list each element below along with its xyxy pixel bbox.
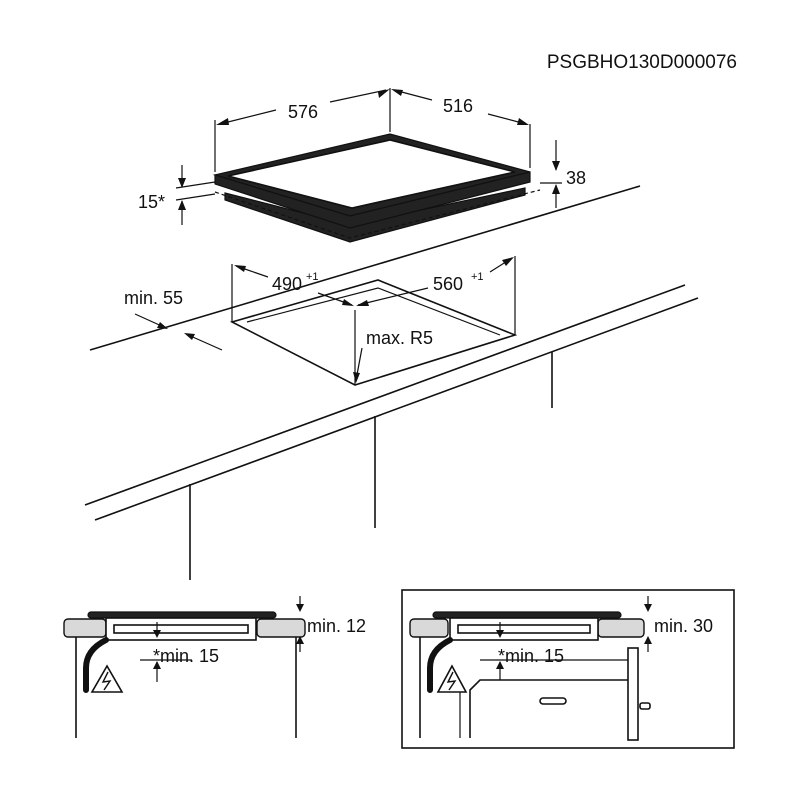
dimension-clearance: 15* [138, 165, 216, 225]
cutout-inner-wall [246, 287, 501, 336]
hob-frame-edge [214, 171, 531, 229]
dimension-line [357, 287, 429, 306]
edge-distance-label: min. 55 [124, 288, 183, 308]
worktop-section-left [409, 618, 449, 638]
arrowhead [356, 300, 369, 306]
worktop-section-left [63, 618, 107, 638]
detail-frame [401, 589, 735, 749]
detail-right: *min. 15 min. 30 [401, 589, 735, 749]
hob-dashed-outline [214, 189, 541, 239]
clearance-label: 15* [138, 192, 165, 212]
arrowhead [296, 636, 304, 644]
worktop-section-right [256, 618, 306, 638]
arrowhead [502, 257, 514, 266]
arrowhead [178, 200, 186, 210]
arrowhead [153, 630, 161, 638]
hob-depth-label: 516 [443, 96, 473, 116]
hob-glass [87, 611, 277, 619]
corner-radius-label: max. R5 [366, 328, 433, 348]
arrowhead [353, 372, 360, 383]
arrowhead [234, 265, 246, 272]
cutout-width-tolerance: +1 [471, 271, 484, 283]
hob-drawing [212, 133, 541, 243]
detail-left: *min. 15 min. 12 [63, 596, 366, 738]
left-bottom-clearance-label: *min. 15 [153, 646, 219, 666]
oven-handle [539, 697, 567, 705]
left-top-clearance-label: min. 12 [307, 616, 366, 636]
right-top-clearance-label: min. 30 [654, 616, 713, 636]
cutout-depth-label: 490 [272, 274, 302, 294]
arrowhead [216, 118, 229, 125]
corner-radius-callout: max. R5 [353, 328, 433, 383]
arrowhead [552, 161, 560, 171]
worktop-back-edge [89, 185, 641, 351]
oven-door [627, 647, 639, 741]
electric-warning-icon [90, 664, 124, 693]
dimension-cutout-depth: 490 +1 [231, 264, 354, 322]
right-bottom-clearance-label: *min. 15 [498, 646, 564, 666]
arrowhead [552, 184, 560, 194]
arrowhead [644, 604, 652, 612]
arrowhead [296, 604, 304, 612]
arrowhead [178, 178, 186, 188]
cutout-depth-tolerance: +1 [306, 271, 319, 283]
hob-body-inner [113, 624, 249, 634]
arrowhead [644, 636, 652, 644]
worktop-front-bottom-edge [94, 297, 699, 521]
arrowhead [184, 333, 195, 340]
hob-width-label: 576 [288, 102, 318, 122]
hob-glass [432, 611, 622, 619]
arrowhead [517, 118, 529, 125]
arrowhead [342, 299, 354, 306]
hob-height-label: 38 [566, 168, 586, 188]
reference-code: PSGBHO130D000076 [547, 52, 737, 73]
hob-body-inner [457, 624, 591, 634]
power-cable [83, 637, 109, 693]
worktop-front-edge [84, 284, 686, 506]
cutout-width-label: 560 [433, 274, 463, 294]
dimension-depth: 516 [391, 89, 531, 168]
edge-distance-callout: min. 55 [124, 288, 223, 351]
arrowhead [378, 89, 390, 98]
oven-housing [469, 679, 632, 738]
worktop-drawing [84, 185, 699, 580]
worktop-section-right [597, 618, 645, 638]
dimension-width: 576 [214, 88, 391, 172]
arrowhead [157, 322, 168, 329]
arrowhead [496, 630, 504, 638]
oven-knob [639, 702, 651, 710]
power-cable [427, 637, 453, 693]
arrowhead [391, 89, 403, 96]
extension-line [175, 193, 216, 201]
dimension-cutout-width: 560 +1 [356, 256, 516, 335]
hob-glass-surface [227, 139, 516, 209]
arrowhead [153, 661, 161, 669]
dimension-line [219, 109, 277, 125]
dimension-line [329, 89, 387, 103]
electric-warning-icon [436, 664, 468, 693]
arrowhead [496, 661, 504, 669]
dimension-height: 38 [540, 140, 586, 208]
